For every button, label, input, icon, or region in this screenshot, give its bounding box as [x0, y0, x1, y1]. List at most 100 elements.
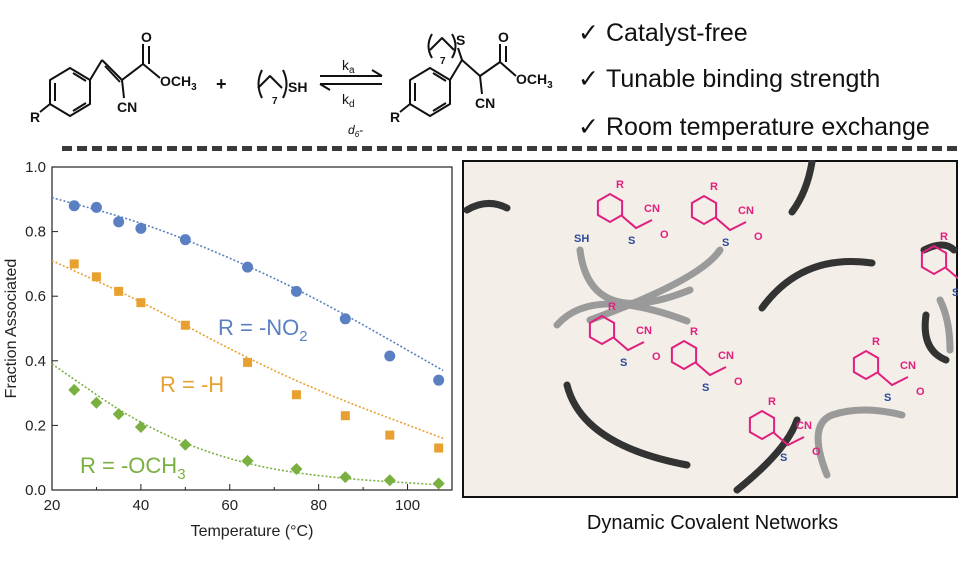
- reactant-cn-label: CN: [117, 99, 137, 115]
- data-point: [432, 477, 445, 490]
- product-cn-label: CN: [475, 95, 495, 111]
- data-point: [179, 234, 191, 246]
- data-point: [242, 261, 254, 273]
- polymer-chain: [788, 160, 816, 216]
- adduct-bond: [773, 432, 805, 447]
- data-point: [68, 200, 80, 212]
- polymer-chain: [586, 246, 724, 324]
- x-tick-label: 60: [221, 497, 238, 514]
- polymer-chain: [921, 311, 950, 364]
- check-icon: ✓: [578, 112, 599, 141]
- y-tick-label: 0.2: [25, 417, 46, 434]
- reactant-ester-label: OCH3: [160, 73, 197, 93]
- data-point: [135, 222, 147, 234]
- series-label-nitro: R = -NO2: [218, 315, 308, 345]
- adduct-bond: [715, 217, 747, 232]
- network-atom-label: R: [768, 396, 776, 408]
- benzene-ring: [852, 349, 880, 381]
- plot-frame: [51, 166, 453, 491]
- solvent-label: d6-: [348, 123, 363, 139]
- network-frame: [462, 160, 958, 498]
- network-atom-label: S: [620, 357, 627, 369]
- network-atom-label: SH: [574, 233, 589, 245]
- network-atom-label: O: [734, 376, 743, 388]
- product-chain-n: 7: [440, 56, 446, 67]
- network-atom-label: O: [812, 446, 821, 458]
- forward-rate-label: ka: [342, 57, 355, 76]
- data-point: [91, 272, 101, 282]
- check-icon: ✓: [578, 18, 599, 47]
- network-caption: Dynamic Covalent Networks: [586, 512, 839, 534]
- fit-line-0: [51, 196, 444, 372]
- data-point: [136, 298, 146, 308]
- network-atom-label: O: [754, 231, 763, 243]
- y-tick-label: 0.0: [25, 482, 46, 499]
- network-atom-label: O: [660, 229, 669, 241]
- polymer-chain: [576, 246, 694, 307]
- checklist-item-tunable: ✓Tunable binding strength: [578, 64, 880, 94]
- network-atom-label: R: [690, 326, 698, 338]
- network-diagram: CNRSOCNRSOCNRSOCNRSOCNRSOCNRSOCNRSOSH: [462, 160, 958, 498]
- data-point: [90, 396, 103, 409]
- benzene-ring: [670, 339, 698, 371]
- carbonyl-o-label: O: [141, 29, 152, 45]
- data-point: [68, 383, 81, 396]
- data-point: [179, 438, 192, 451]
- reverse-rate-label: kd: [342, 91, 355, 110]
- data-point: [434, 443, 444, 453]
- network-atom-label: S: [884, 392, 891, 404]
- network-atom-label: R: [940, 231, 948, 243]
- data-point: [241, 454, 254, 467]
- network-atom-label: CN: [718, 350, 734, 362]
- network-atom-label: S: [702, 382, 709, 394]
- polymer-chain: [758, 257, 876, 312]
- product-s-label: S: [456, 32, 465, 48]
- network-atom-label: S: [628, 235, 635, 247]
- benzene-ring: [596, 192, 624, 224]
- reaction-scheme: O OCH3 CN R + 7 SH O OCH3 CN R S 7 ka kd…: [30, 29, 553, 139]
- check-icon: ✓: [578, 64, 599, 93]
- data-point: [340, 411, 350, 421]
- data-point: [339, 313, 351, 325]
- checklist-item-room-temp: ✓Room temperature exchange: [578, 112, 930, 142]
- data-point: [243, 357, 253, 367]
- data-point: [383, 474, 396, 487]
- adduct-bond: [613, 337, 645, 352]
- network-atom-label: R: [710, 181, 718, 193]
- network-atom-label: CN: [644, 203, 660, 215]
- data-point: [134, 421, 147, 434]
- adduct-bond: [695, 362, 727, 377]
- x-tick-label: 20: [44, 497, 61, 514]
- benzene-ring: [748, 409, 776, 441]
- data-point: [433, 374, 445, 386]
- polymer-chain: [563, 381, 691, 469]
- adduct-bond: [877, 372, 909, 387]
- data-point: [384, 350, 396, 362]
- product-carbonyl-o-label: O: [498, 29, 509, 45]
- data-point: [180, 320, 190, 330]
- y-tick-label: 1.0: [25, 159, 46, 176]
- plus-sign: +: [216, 74, 227, 94]
- network-atom-label: CN: [636, 325, 652, 337]
- checklist-label: Tunable binding strength: [606, 65, 881, 93]
- network-atom-label: CN: [738, 205, 754, 217]
- network-atom-label: O: [916, 386, 925, 398]
- data-point: [385, 430, 395, 440]
- x-tick-label: 100: [395, 497, 420, 514]
- network-atom-label: O: [652, 351, 661, 363]
- data-point: [113, 216, 125, 228]
- network-atom-label: CN: [796, 420, 812, 432]
- data-point: [339, 471, 352, 484]
- network-atom-label: CN: [900, 360, 916, 372]
- data-point: [112, 408, 125, 421]
- y-tick-label: 0.4: [25, 353, 46, 370]
- network-atom-label: S: [952, 287, 958, 299]
- y-axis-title: Fraction Associated: [3, 259, 20, 399]
- polymer-chain: [920, 241, 958, 254]
- benzene-ring: [920, 244, 948, 276]
- data-point: [114, 286, 124, 296]
- product-r-label: R: [390, 109, 400, 125]
- benzene-ring: [690, 194, 718, 226]
- network-atom-label: R: [616, 179, 624, 191]
